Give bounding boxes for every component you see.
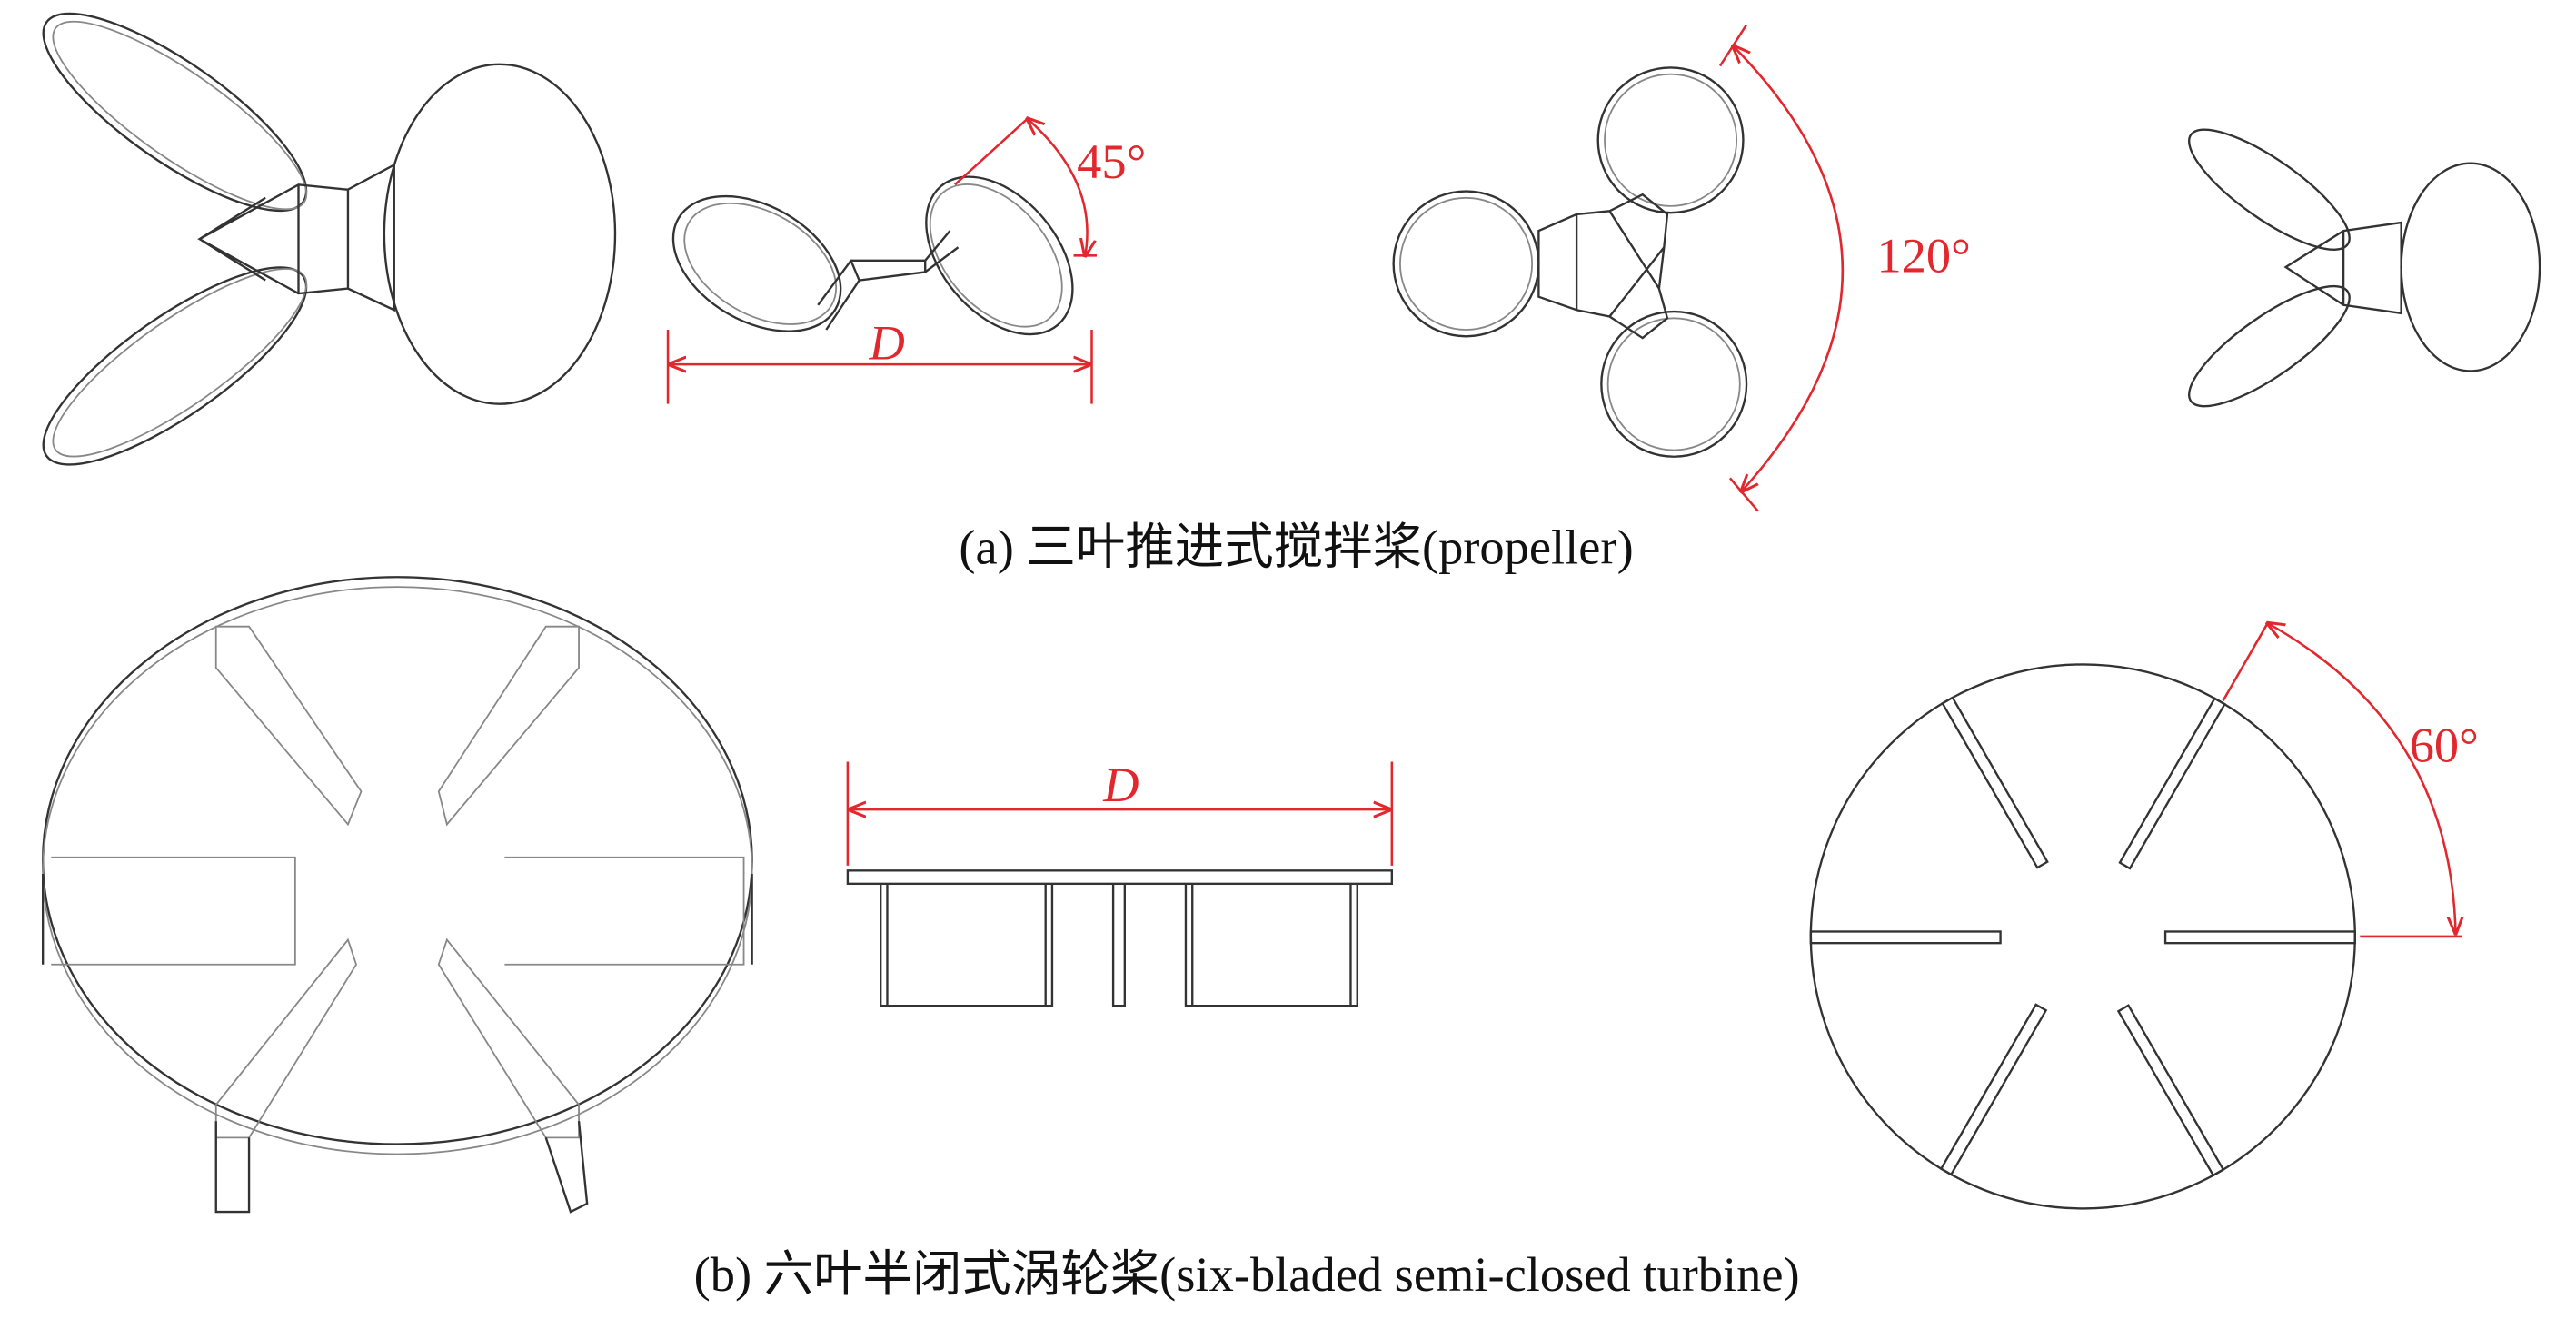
propeller-top-view: 120°	[1392, 24, 1971, 512]
propeller-tilted-view: 45° D	[666, 119, 1146, 404]
caption-a: (a) 三叶推进式搅拌桨(propeller)	[959, 520, 1633, 575]
turbine-isometric-view	[41, 576, 753, 1214]
propeller-side-view	[42, 12, 617, 466]
angle-60-label: 60°	[2410, 718, 2479, 773]
turbine-side-view: D	[846, 757, 1394, 1007]
angle-120-label: 120°	[1876, 227, 1970, 283]
angle-45-label: 45°	[1077, 134, 1146, 189]
diameter-label-b: D	[1102, 757, 1139, 812]
propeller-small-view	[2188, 128, 2541, 408]
diameter-label-a: D	[868, 315, 904, 371]
turbine-top-view: 60°	[1809, 623, 2479, 1210]
caption-b: (b) 六叶半闭式涡轮桨(six-bladed semi-closed turb…	[694, 1246, 1800, 1302]
